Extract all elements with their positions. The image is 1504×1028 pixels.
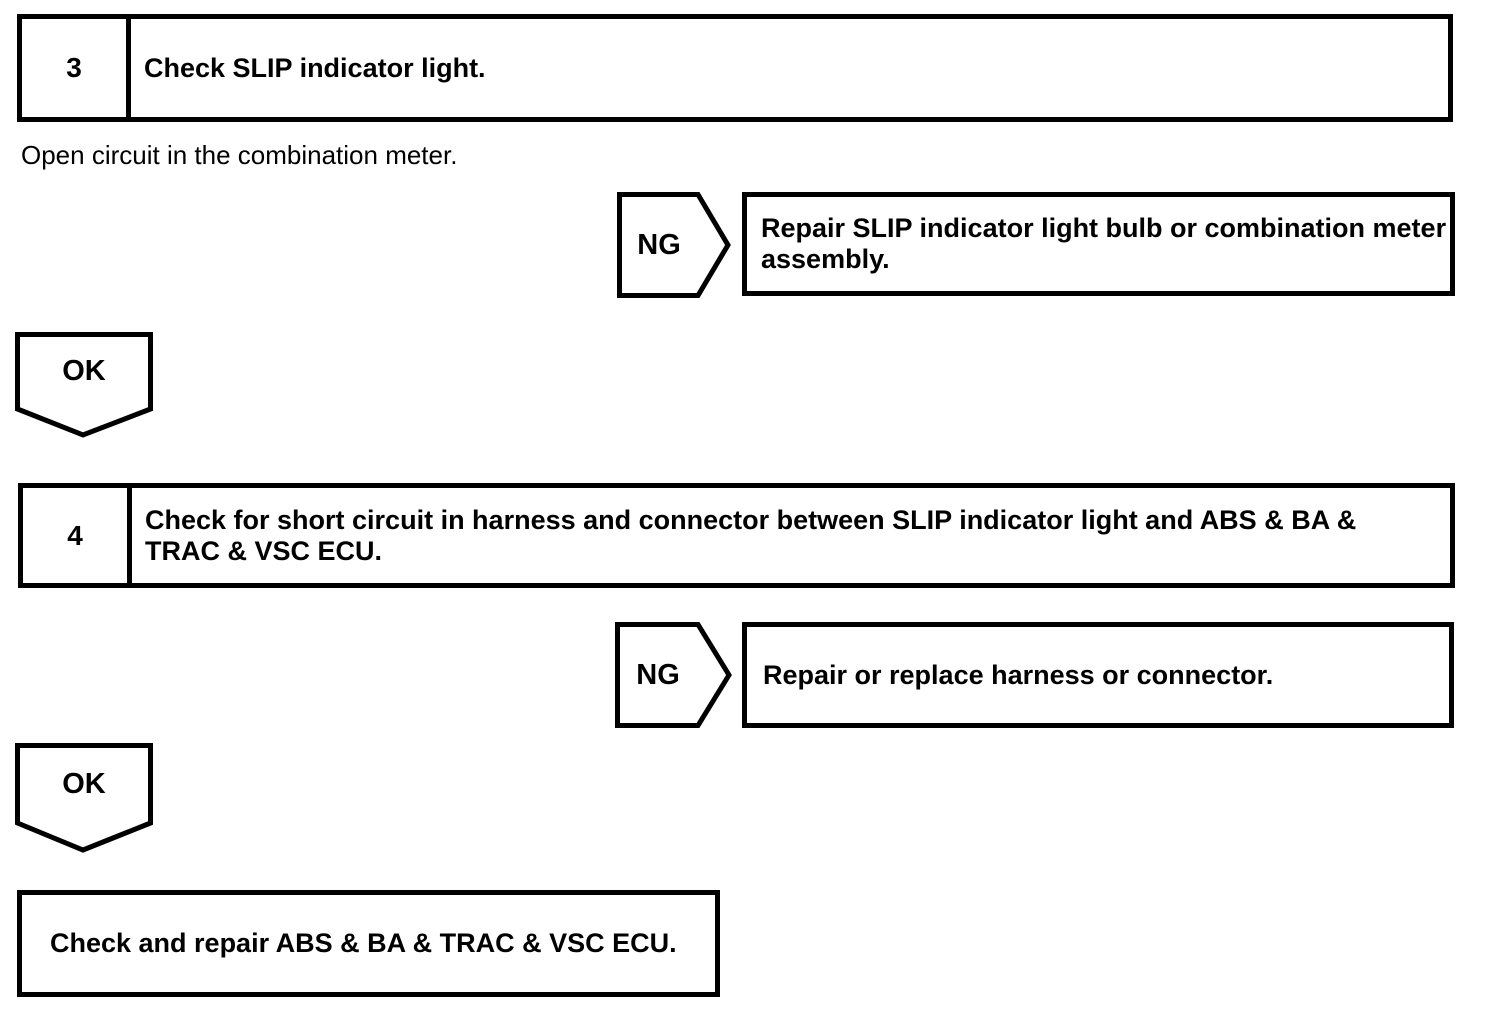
step-3-title: Check SLIP indicator light.: [131, 19, 1448, 117]
ng-arrow-2: NG: [615, 622, 732, 728]
ng-action-text-1: Repair SLIP indicator light bulb or comb…: [761, 213, 1447, 274]
cause-text: Open circuit in the combination meter.: [21, 140, 458, 170]
ng-action-text-2: Repair or replace harness or connector.: [763, 659, 1274, 690]
step-3-title-text: Check SLIP indicator light.: [144, 52, 486, 83]
ng-pentagon-right-icon: [617, 192, 731, 298]
ok-pentagon-down-icon: [15, 332, 153, 438]
ok-label-2: OK: [62, 767, 106, 800]
ng-action-box-1: Repair SLIP indicator light bulb or comb…: [742, 192, 1455, 296]
step-4-title: Check for short circuit in harness and c…: [132, 488, 1450, 583]
ok-arrow-1: OK: [15, 332, 153, 438]
step-4-box: 4 Check for short circuit in harness and…: [18, 483, 1455, 588]
final-action-text: Check and repair ABS & BA & TRAC & VSC E…: [50, 928, 677, 958]
ok-label-1: OK: [62, 355, 106, 387]
step-3-box: 3 Check SLIP indicator light.: [17, 14, 1453, 122]
ok-arrow-2: OK: [15, 743, 153, 853]
ng-pentagon-right-icon: [615, 622, 732, 728]
ng-label-1: NG: [637, 228, 681, 261]
ng-action-box-2: Repair or replace harness or connector.: [742, 622, 1454, 728]
step-4-number: 4: [23, 488, 132, 583]
ok-pentagon-down-icon: [15, 743, 153, 853]
step-4-title-text: Check for short circuit in harness and c…: [145, 504, 1357, 566]
step-3-number: 3: [22, 19, 131, 117]
ng-label-2: NG: [636, 658, 680, 691]
final-action-box: Check and repair ABS & BA & TRAC & VSC E…: [17, 890, 720, 997]
ng-arrow-1: NG: [617, 192, 731, 298]
